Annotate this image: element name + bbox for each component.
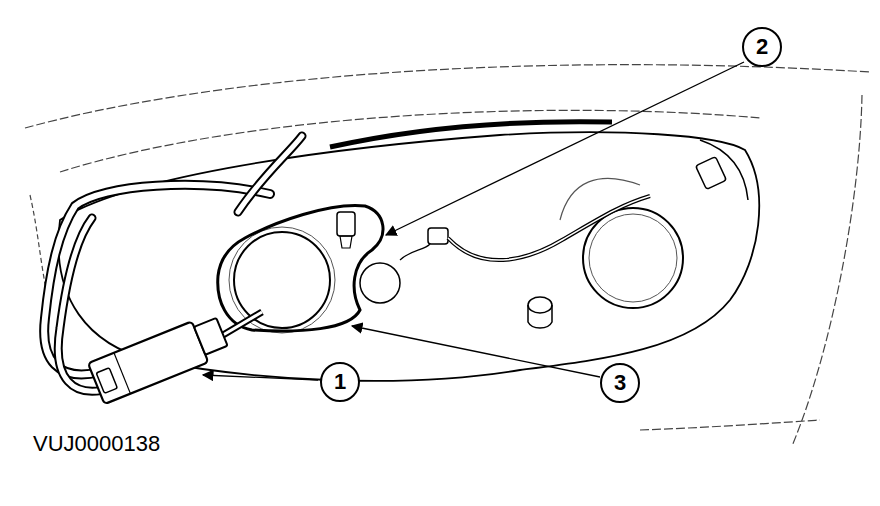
wire [448,196,650,260]
bulb-connector [428,228,448,244]
leader-line [386,62,744,235]
plug-body [88,321,208,404]
bulb-holder [696,157,727,190]
side-line [792,95,862,446]
connector-plug [88,312,231,404]
wire-core [238,136,302,212]
housing-edge [330,122,612,147]
housing-edge [700,140,748,200]
headlamp-outline [218,205,383,331]
wire-core [218,312,262,338]
callout-number: 1 [320,362,360,402]
lens-rim [589,214,677,302]
harness [44,136,302,404]
wire-core [448,196,650,260]
figure-code: VUJ0000138 [33,431,160,457]
callout-number: 2 [742,27,782,67]
leader-line [352,326,600,377]
bolt [528,305,552,328]
lens [234,232,330,328]
plug-latch [96,368,117,394]
reflector [560,178,640,220]
wire [218,312,262,338]
bulb-holder [337,212,355,236]
leader-line [203,375,318,380]
lens [583,208,683,308]
bolt [528,297,552,313]
small-lens [360,263,400,303]
wire [238,136,302,212]
bonnet-line [25,65,870,128]
callout-number: 3 [600,363,640,403]
bulb-holder [340,236,352,248]
lens-rim [229,227,335,333]
plug-nose [194,318,227,355]
wire [400,244,430,260]
wing-line [60,110,760,172]
body-outline [25,65,870,446]
lower-line [640,420,820,430]
leader-lines [203,62,744,380]
